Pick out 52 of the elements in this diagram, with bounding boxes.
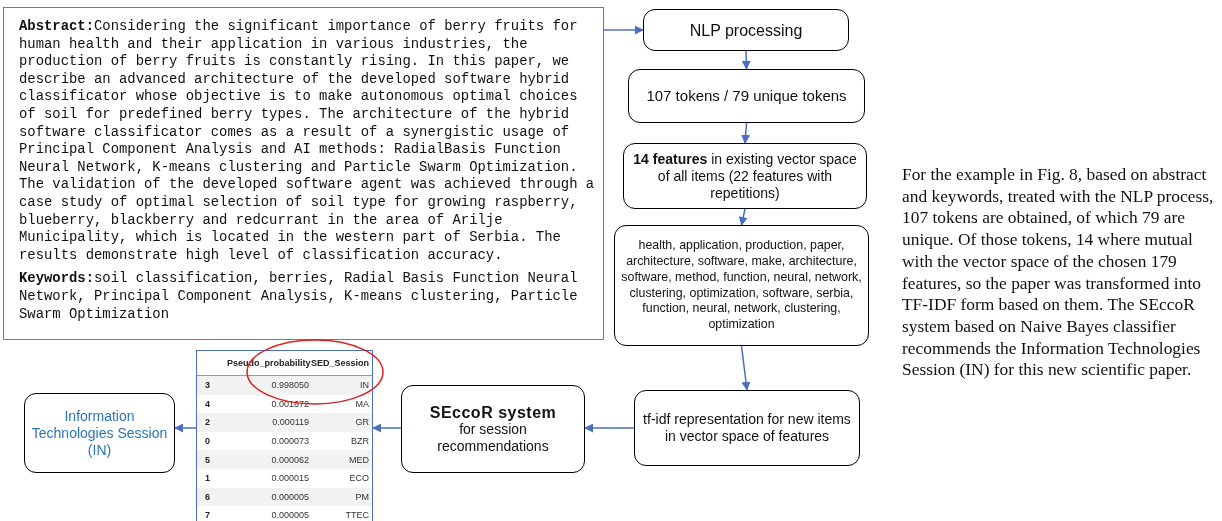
session-code: GR: [354, 417, 369, 428]
row-index: 6: [204, 491, 211, 502]
process-box: [628, 69, 865, 123]
abstract-text: Abstract:Considering the significant importance of berry fruits for human health and their application in various industries, the production of berry fruits is constantly rising. In this paper, we describe an advanced architecture of the developed software hybrid classificator whose objective is to make autonomous optimal choices of soil for predefined berry types. The architecture of the hybrid software classificator comes as a result of a synergistic usage of Principal Component Analysis and AI methods: RadialBasis Function Neural Network, K-means clustering and Particle Swarm Optimization. The validation of the developed software agent was achieved through a case study of optimal selection of soil type for growing raspberry, blueberry, blackberry and redcurrant in the area of Arilje Municipality, which is located in the western part of Serbia. The results demonstrate high level of classification accuracy.: [19, 18, 595, 265]
row-index: 1: [204, 473, 211, 484]
box-text: for session recommendations: [436, 420, 549, 455]
abstract-box: [3, 7, 604, 340]
arrow: [603, 25, 644, 35]
box-text: 14 features in existing vector space of all items (22 features with repetitions): [632, 150, 858, 202]
box-text: Information Technologies Session (IN): [31, 407, 168, 459]
arrow: [174, 423, 197, 433]
session-code: BZR: [350, 436, 369, 447]
probability-value: 0.000119: [271, 417, 309, 428]
row-index: 5: [204, 454, 211, 465]
probability-value: 0.001672: [270, 398, 309, 409]
process-box: [634, 390, 860, 466]
row-index: 2: [204, 417, 211, 428]
probability-value: 0.000005: [270, 491, 309, 502]
probability-value: 0.000062: [270, 454, 309, 465]
row-index: 4: [204, 398, 211, 409]
box-text: health, application, production, paper, architecture, software, make, architecture, software, method, function, neural, network, clustering, optimization, software, serbia, function, neural, network, clustering, optimization: [621, 238, 862, 333]
row-index: 0: [204, 436, 211, 447]
box-heading: SEccoR system: [429, 403, 557, 421]
arrow: [741, 122, 751, 144]
process-box: [643, 9, 849, 51]
row-index: 7: [204, 510, 211, 521]
explanation-paragraph: For the example in Fig. 8, based on abstract and keywords, treated with the NLP process, 107 tokens are obtained, of which 79 are unique. Of those tokens, 14 where mutual with the vector space of the chosen 179 features, so the paper was transformed into TF-IDF form based on them. The SEccoR system based on Naive Bayes classifier recommends the Information Technologies Session (IN) for this new scientific paper.: [902, 164, 1215, 382]
session-code: MA: [354, 398, 369, 409]
arrow: [741, 50, 751, 70]
session-code: TTEC: [344, 510, 369, 521]
box-text: 107 tokens / 79 unique tokens: [646, 87, 847, 105]
keyword-list-box: [614, 225, 869, 346]
session-code: MED: [348, 454, 369, 465]
probability-value: 0.998050: [270, 380, 309, 391]
arrow: [584, 423, 635, 433]
row-index: 3: [204, 380, 211, 391]
arrow: [738, 208, 748, 226]
probability-value: 0.000015: [270, 473, 309, 484]
arrow: [372, 423, 402, 433]
arrow: [740, 345, 751, 391]
probability-value: 0.000005: [270, 510, 309, 521]
probability-value: 0.000073: [270, 436, 309, 447]
results-table: [196, 350, 373, 521]
session-code: IN: [359, 380, 369, 391]
session-code: PM: [354, 491, 369, 502]
process-box: [623, 143, 867, 209]
keywords-text: Keywords:soil classification, berries, Radial Basis Function Neural Network, Principal Component Analysis, K-means clustering, Particle Swarm Optimization: [19, 270, 579, 324]
box-text: tf-idf representation for new items in vector space of features: [642, 411, 852, 445]
session-code: ECO: [348, 473, 369, 484]
result-box: [24, 393, 175, 473]
box-text: NLP processing: [689, 20, 803, 40]
system-box: [401, 385, 585, 473]
